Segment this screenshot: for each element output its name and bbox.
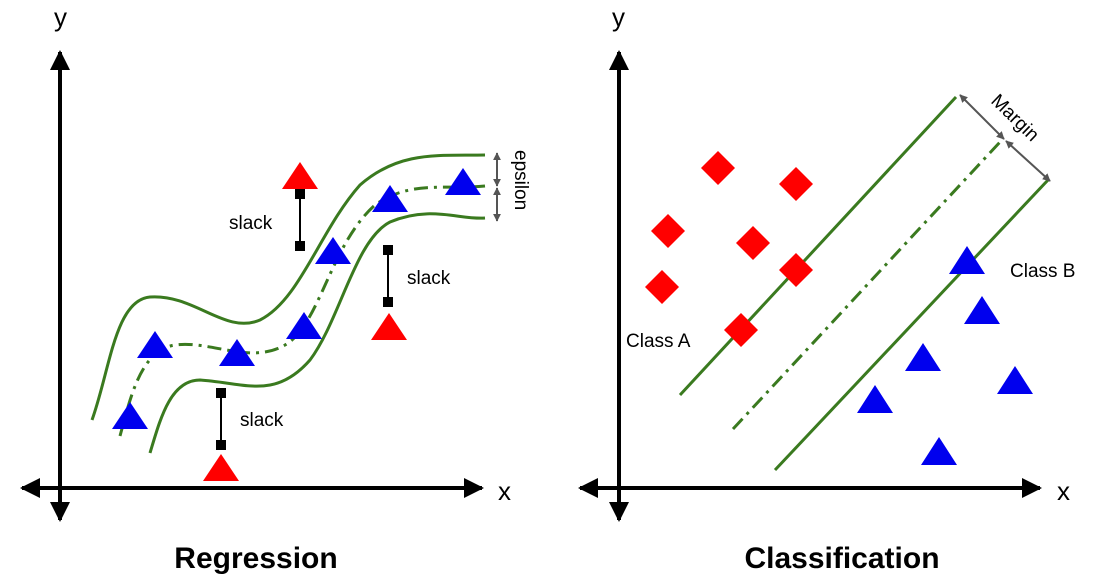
margin-arrow-lower (1005, 140, 1051, 182)
slack-label: slack (407, 268, 451, 289)
regression-y-label: y (54, 2, 67, 32)
classification-x-label: x (1057, 476, 1070, 506)
classification-title: Classification (744, 542, 939, 575)
regression-title: Regression (174, 542, 337, 575)
regression-blue-point (137, 331, 173, 358)
regression-red-point (371, 313, 407, 340)
classification-panel: y x Margin Class A Class B Classificatio… (578, 2, 1075, 575)
margin-arrow-upper (959, 94, 1005, 140)
regression-lower-bound (148, 212, 486, 454)
class-b-point (921, 437, 957, 465)
regression-panel: y x epsilon (20, 2, 531, 575)
class-a-point (645, 270, 679, 304)
class-b-point (997, 366, 1033, 394)
class-a-point (651, 214, 685, 248)
class-a-label: Class A (626, 331, 691, 352)
slack-indicator (383, 245, 393, 307)
regression-x-label: x (498, 476, 511, 506)
regression-red-point (282, 162, 318, 189)
class-b-point (964, 296, 1000, 324)
margin-label: Margin (987, 90, 1043, 145)
slack-indicator (295, 189, 305, 251)
regression-blue-point (112, 402, 148, 429)
class-b-point (905, 343, 941, 371)
class-a-point (779, 253, 813, 287)
class-b-point (949, 246, 985, 274)
regression-red-point (203, 454, 239, 481)
decision-boundary (731, 140, 1002, 431)
class-a-point (779, 167, 813, 201)
class-b-point (857, 385, 893, 413)
slack-label: slack (229, 213, 273, 234)
regression-blue-point (372, 185, 408, 212)
epsilon-label: epsilon (510, 150, 531, 210)
class-a-point (724, 313, 758, 347)
regression-blue-point (286, 312, 322, 339)
regression-blue-point (315, 237, 351, 264)
classification-y-label: y (612, 2, 625, 32)
regression-fit-line (118, 184, 486, 437)
class-b-label: Class B (1010, 261, 1075, 282)
slack-label: slack (240, 410, 284, 431)
slack-indicator (216, 388, 226, 450)
regression-upper-bound (90, 153, 486, 421)
class-a-point (701, 151, 735, 185)
class-a-point (736, 226, 770, 260)
regression-blue-point (445, 168, 481, 195)
margin-boundary-lower (773, 178, 1050, 472)
regression-blue-point (219, 339, 255, 366)
margin-boundary-upper (678, 95, 958, 397)
